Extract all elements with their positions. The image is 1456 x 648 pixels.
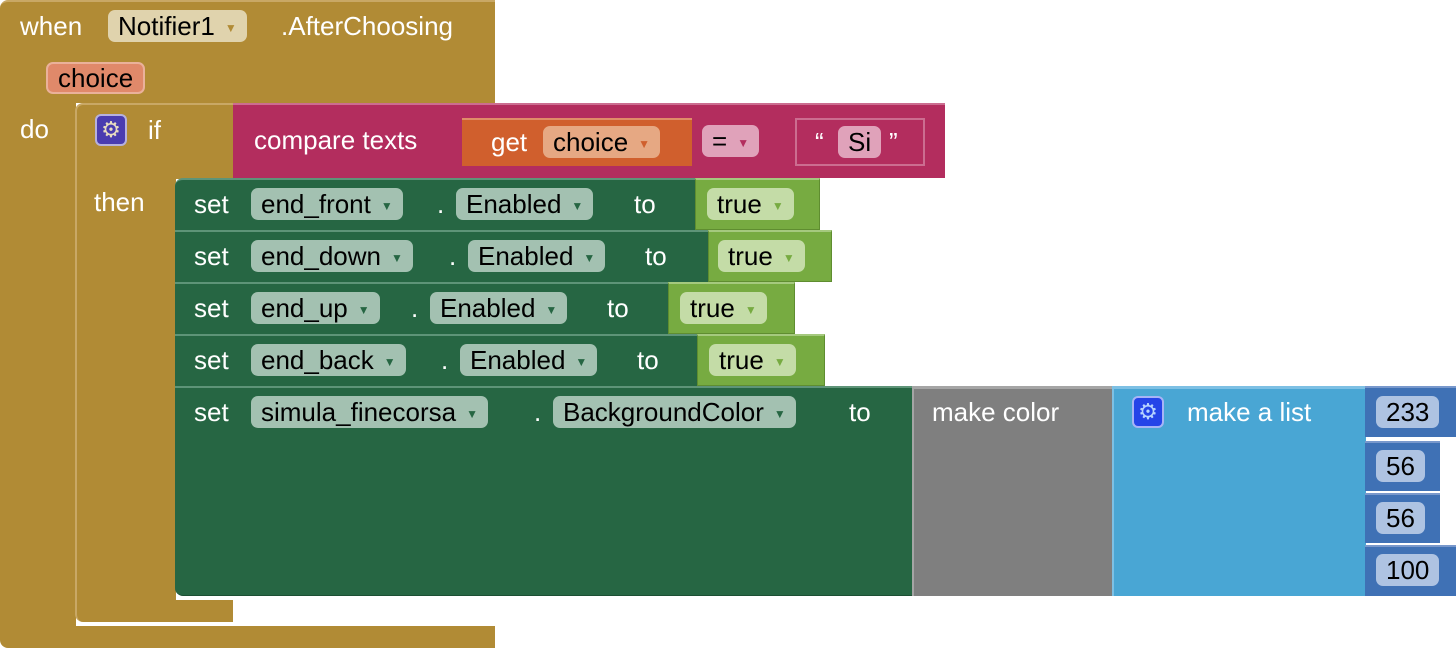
make-color-label: make color bbox=[932, 397, 1060, 427]
boolean-value: true bbox=[690, 293, 735, 323]
number-field[interactable]: 100 bbox=[1376, 554, 1440, 586]
if-block-then-column bbox=[75, 176, 176, 606]
variable-name: choice bbox=[553, 127, 629, 157]
dropdown-arrow-icon: ▼ bbox=[571, 199, 584, 214]
get-label: get bbox=[491, 127, 528, 157]
property-name: Enabled bbox=[470, 345, 566, 375]
dot-label: . bbox=[437, 189, 445, 219]
to-label: to bbox=[637, 345, 659, 375]
set-label: set bbox=[194, 345, 229, 375]
dropdown-arrow-icon: ▼ bbox=[383, 355, 396, 370]
event-name: .AfterChoosing bbox=[281, 11, 453, 41]
quote-close: ” bbox=[889, 127, 898, 157]
param-choice[interactable]: choice bbox=[46, 62, 146, 94]
dropdown-arrow-icon: ▼ bbox=[380, 199, 393, 214]
component-dropdown[interactable]: Notifier1 ▼ bbox=[108, 10, 247, 42]
dot-label: . bbox=[449, 241, 457, 271]
dropdown-arrow-icon: ▼ bbox=[782, 251, 795, 266]
operator-dropdown[interactable]: =▼ bbox=[702, 125, 760, 157]
set-label: set bbox=[194, 397, 229, 427]
dropdown-arrow-icon: ▼ bbox=[466, 407, 478, 422]
dropdown-arrow-icon: ▼ bbox=[391, 251, 403, 266]
component-name: Notifier1 bbox=[118, 11, 215, 41]
dropdown-arrow-icon: ▼ bbox=[357, 303, 370, 318]
dropdown-arrow-icon: ▼ bbox=[583, 251, 596, 266]
dropdown-arrow-icon: ▼ bbox=[545, 303, 558, 318]
to-label: to bbox=[607, 293, 629, 323]
compare-texts-label: compare texts bbox=[254, 125, 418, 155]
to-label: to bbox=[849, 397, 871, 427]
dropdown-arrow-icon: ▼ bbox=[638, 137, 651, 152]
then-label: then bbox=[94, 187, 145, 217]
make-a-list-label: make a list bbox=[1187, 397, 1312, 427]
boolean-dropdown[interactable]: true ▼ bbox=[707, 188, 794, 220]
if-label: if bbox=[148, 115, 161, 145]
boolean-value: true bbox=[717, 189, 762, 219]
property-name: Enabled bbox=[478, 241, 574, 271]
dropdown-arrow-icon: ▼ bbox=[773, 407, 786, 422]
component-name: end_down bbox=[261, 241, 381, 271]
dot-label: . bbox=[411, 293, 419, 323]
property-name: Enabled bbox=[440, 293, 536, 323]
property-dropdown[interactable]: Enabled ▼ bbox=[430, 292, 568, 324]
component-dropdown[interactable]: end_front ▼ bbox=[251, 188, 403, 220]
component-name: end_back bbox=[261, 345, 374, 375]
when-label: when bbox=[20, 11, 83, 41]
event-block-do-column bbox=[0, 100, 76, 630]
dropdown-arrow-icon: ▼ bbox=[575, 355, 588, 370]
boolean-dropdown[interactable]: true ▼ bbox=[680, 292, 767, 324]
property-dropdown[interactable]: Enabled ▼ bbox=[460, 344, 598, 376]
quote-open: “ bbox=[815, 127, 824, 157]
setter-block-end-up[interactable] bbox=[175, 282, 668, 335]
to-label: to bbox=[634, 189, 656, 219]
make-color-block[interactable] bbox=[912, 386, 1113, 596]
if-block-bottom bbox=[75, 600, 233, 622]
component-dropdown[interactable]: simula_finecorsa ▼ bbox=[251, 396, 488, 428]
event-block-bottom bbox=[0, 626, 495, 648]
gear-icon[interactable]: ⚙ bbox=[95, 114, 127, 146]
boolean-dropdown[interactable]: true ▼ bbox=[709, 344, 796, 376]
dropdown-arrow-icon: ▼ bbox=[224, 21, 237, 36]
set-label: set bbox=[194, 189, 229, 219]
dot-label: . bbox=[441, 345, 449, 375]
do-label: do bbox=[20, 114, 49, 144]
set-label: set bbox=[194, 293, 229, 323]
dropdown-arrow-icon: ▼ bbox=[737, 136, 750, 151]
property-dropdown[interactable]: BackgroundColor ▼ bbox=[553, 396, 796, 428]
operator-value: = bbox=[712, 126, 728, 156]
property-dropdown[interactable]: Enabled ▼ bbox=[468, 240, 606, 272]
property-dropdown[interactable]: Enabled ▼ bbox=[456, 188, 594, 220]
component-dropdown[interactable]: end_down ▼ bbox=[251, 240, 413, 272]
dropdown-arrow-icon: ▼ bbox=[771, 199, 784, 214]
component-dropdown[interactable]: end_up ▼ bbox=[251, 292, 380, 324]
boolean-value: true bbox=[728, 241, 773, 271]
component-name: end_up bbox=[261, 293, 348, 323]
set-label: set bbox=[194, 241, 229, 271]
boolean-value: true bbox=[719, 345, 764, 375]
dropdown-arrow-icon: ▼ bbox=[773, 355, 786, 370]
dot-label: . bbox=[534, 397, 542, 427]
component-dropdown[interactable]: end_back ▼ bbox=[251, 344, 406, 376]
component-name: simula_finecorsa bbox=[261, 397, 457, 427]
number-field[interactable]: 233 bbox=[1376, 396, 1440, 428]
to-label: to bbox=[645, 241, 667, 271]
number-field[interactable]: 56 bbox=[1376, 450, 1425, 482]
gear-icon[interactable]: ⚙ bbox=[1132, 396, 1164, 428]
boolean-dropdown[interactable]: true ▼ bbox=[718, 240, 805, 272]
component-name: end_front bbox=[261, 189, 371, 219]
number-field[interactable]: 56 bbox=[1376, 502, 1425, 534]
property-name: BackgroundColor bbox=[563, 397, 764, 427]
variable-dropdown[interactable]: choice ▼ bbox=[543, 126, 661, 158]
text-value-field[interactable]: Si bbox=[838, 126, 882, 158]
property-name: Enabled bbox=[466, 189, 562, 219]
dropdown-arrow-icon: ▼ bbox=[744, 303, 757, 318]
